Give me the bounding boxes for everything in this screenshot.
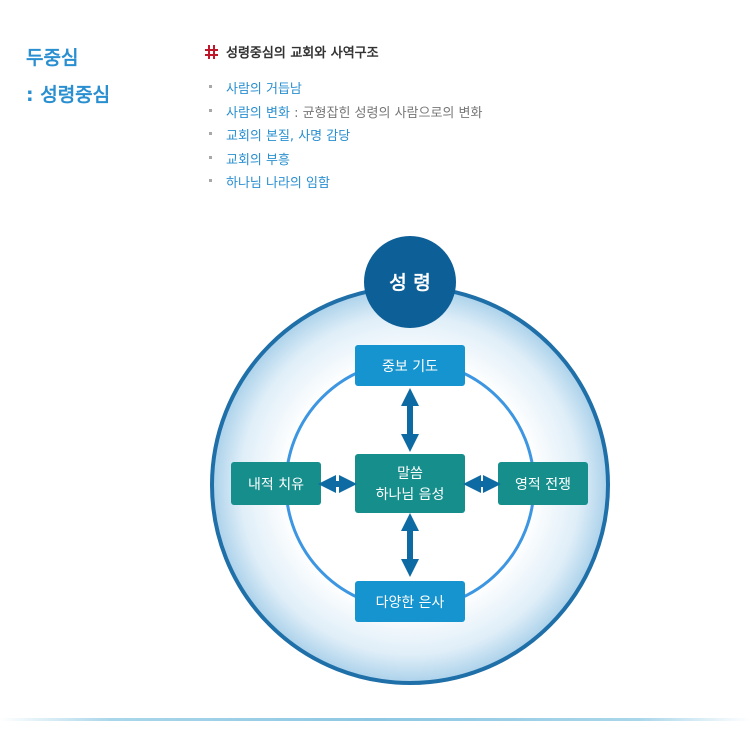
- list-item-label: 교회의 본질, 사명 감당: [226, 129, 351, 144]
- list-item-label: 사람의 거듭남: [226, 82, 302, 97]
- gifts-label: 다양한 은사: [376, 595, 445, 611]
- gifts-box: 다양한 은사: [355, 581, 465, 622]
- section-title: 성령중심의 교회와 사역구조: [226, 46, 379, 61]
- spirit-node: 성 령: [364, 236, 456, 328]
- list-item-label: 하나님 나라의 임함: [226, 176, 330, 191]
- inner-healing-box: 내적 치유: [231, 462, 321, 505]
- section-header: 성령중심의 교회와 사역구조: [205, 42, 379, 61]
- list-item-note: : 균형잡힌 성령의 사람으로의 변화: [289, 105, 483, 121]
- list-item-label: 사람의 변화: [226, 105, 290, 121]
- bullet-icon: [209, 85, 212, 88]
- intercession-label: 중보 기도: [382, 359, 438, 375]
- heading-line-2: : 성령중심: [26, 84, 111, 106]
- spirit-label: 성 령: [389, 272, 431, 294]
- list-item: 사람의 변화 : 균형잡힌 성령의 사람으로의 변화: [209, 102, 482, 126]
- page-heading: 두중심 : 성령중심: [26, 40, 110, 114]
- gods-voice-label: 하나님 음성: [376, 487, 445, 503]
- bullet-icon: [209, 132, 212, 135]
- word-box: 말씀 하나님 음성: [355, 454, 465, 513]
- bullet-icon: [209, 179, 212, 182]
- bullet-icon: [209, 108, 212, 112]
- footer-divider: [0, 718, 750, 721]
- list-item: 교회의 본질, 사명 감당: [209, 125, 482, 149]
- intercession-box: 중보 기도: [355, 345, 465, 386]
- inner-healing-label: 내적 치유: [248, 477, 304, 493]
- spiritual-warfare-box: 영적 전쟁: [498, 462, 588, 505]
- heading-line-1: 두중심: [26, 47, 79, 69]
- bullet-icon: [209, 155, 212, 159]
- list-item: 사람의 거듭남: [209, 78, 482, 102]
- summary-list: 사람의 거듭남 사람의 변화 : 균형잡힌 성령의 사람으로의 변화 교회의 본…: [209, 78, 482, 196]
- list-item: 교회의 부흥: [209, 149, 482, 173]
- list-item: 하나님 나라의 임함: [209, 172, 482, 196]
- list-item-label: 교회의 부흥: [226, 152, 290, 168]
- word-label: 말씀: [397, 466, 423, 482]
- spiritual-warfare-label: 영적 전쟁: [515, 477, 571, 493]
- cross-icon: [205, 44, 218, 59]
